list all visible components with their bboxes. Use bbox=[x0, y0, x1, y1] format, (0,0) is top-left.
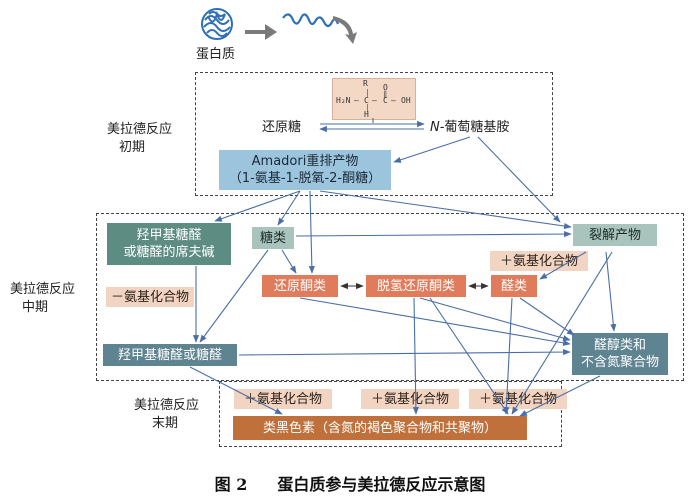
aldehydes-box: 醛类 bbox=[491, 275, 537, 297]
hmf-schiff-line-2: 或糖醛的席夫碱 bbox=[123, 245, 215, 260]
figure-title: 蛋白质参与美拉德反应示意图 bbox=[277, 475, 486, 494]
arrow-amadori-to-reductones bbox=[308, 190, 315, 274]
reducing-sugar-label: 还原糖 bbox=[262, 120, 302, 135]
protein-illustration bbox=[201, 8, 357, 44]
amino-acid-structure: R | H₂N — C — C O ‖ — OH | H bbox=[332, 78, 416, 120]
arrow-amadori-to-schiff bbox=[214, 190, 301, 222]
arrow-cleavage-to-melanoidins bbox=[511, 251, 613, 415]
figure-caption: 图 2 蛋白质参与美拉德反应示意图 bbox=[0, 471, 700, 495]
dehydroreductones-box: 脱氢还原酮类 bbox=[366, 275, 466, 297]
chem-alpha-carbon: C bbox=[364, 96, 369, 105]
chem-hydrogen: H bbox=[364, 110, 369, 119]
unfolded-protein-icon bbox=[282, 13, 340, 28]
aldols-line-1: 醛醇类和 bbox=[593, 338, 646, 353]
arrow-hmf-to-aldols bbox=[238, 348, 571, 356]
middle-stage-label-1: 美拉德反应 bbox=[10, 282, 76, 297]
middle-stage-frame bbox=[96, 213, 684, 381]
cleavage-products-box: 裂解产物 bbox=[573, 224, 657, 246]
hmf-schiff-line-1: 羟甲基糖醛 bbox=[136, 228, 202, 243]
amadori-line-1: Amadori重排产物 bbox=[251, 154, 359, 169]
chem-carbonyl-carbon: C bbox=[383, 96, 388, 105]
final-stage-frame bbox=[219, 381, 562, 447]
chem-oxygen: O bbox=[383, 83, 388, 92]
protein-label: 蛋白质 bbox=[196, 47, 236, 62]
glucosamine-label: N-葡萄糖基胺 bbox=[430, 120, 510, 135]
final-stage-label-2: 末期 bbox=[152, 416, 179, 431]
arrow-aldehydes-to-melanoidins bbox=[503, 297, 513, 415]
final-stage-label-1: 美拉德反应 bbox=[134, 398, 200, 413]
arrow-cleavage-to-aldols bbox=[605, 251, 617, 332]
middle-stage-label-2: 中期 bbox=[22, 300, 49, 315]
melanoidins-box: 类黑色素（含氮的褐色聚合物和共聚物） bbox=[233, 416, 527, 440]
down-arrow-icon bbox=[333, 16, 357, 44]
arrow-dehydro-to-aldols bbox=[419, 297, 571, 342]
hmf-box: 羟甲基糖醛或糖醛 bbox=[103, 344, 237, 366]
chem-r: R bbox=[363, 79, 368, 88]
arrow-sugars-to-hmf bbox=[199, 249, 269, 343]
arrow-sugars-to-cleavage bbox=[295, 230, 572, 238]
plus-amino-box-1: ＋氨基化合物 bbox=[490, 251, 588, 271]
early-stage-label-2: 初期 bbox=[119, 140, 146, 155]
arrow-reductones-to-melanoidins-a bbox=[429, 297, 509, 415]
arrow-sugars-to-reductones bbox=[281, 249, 297, 274]
hmf-schiff-base-box: 羟甲基糖醛 或糖醛的席夫碱 bbox=[107, 223, 231, 265]
arrow-amadori-to-cleavage bbox=[319, 190, 572, 230]
minus-amino-box: －氨基化合物 bbox=[106, 287, 194, 307]
early-stage-frame bbox=[195, 72, 553, 196]
arrow-glucosamine-to-amadori bbox=[393, 136, 471, 163]
figure-number: 图 2 bbox=[214, 475, 248, 494]
amadori-product-box: Amadori重排产物 （1-氨基-1-脱氧-2-酮糖） bbox=[219, 150, 391, 190]
arrow-dehydro-to-melanoidins bbox=[412, 297, 419, 415]
plus-amino-box-3: ＋氨基化合物 bbox=[361, 389, 459, 409]
arrow-reductones-to-aldols bbox=[299, 297, 571, 346]
plus-amino-box-2: ＋氨基化合物 bbox=[234, 389, 332, 409]
arrow-aldehydes-to-aldols bbox=[519, 297, 575, 336]
plus-amino-box-4: ＋氨基化合物 bbox=[469, 389, 567, 409]
arrow-glucosamine-to-cleavage bbox=[477, 136, 561, 223]
folded-protein-icon bbox=[201, 8, 233, 40]
amadori-line-2: （1-氨基-1-脱氧-2-酮糖） bbox=[228, 171, 382, 186]
unfold-arrow-icon bbox=[245, 24, 277, 40]
chem-amine: H₂N bbox=[336, 96, 351, 105]
chem-hydroxyl: OH bbox=[401, 96, 411, 105]
aldols-box: 醛醇类和 不含氮聚合物 bbox=[572, 333, 668, 375]
arrow-cleavage-to-aldehydes bbox=[539, 251, 587, 280]
arrow-hmf-to-melanoidins bbox=[189, 366, 283, 415]
arrow-amadori-to-sugars bbox=[277, 190, 301, 226]
aldols-line-2: 不含氮聚合物 bbox=[580, 355, 659, 370]
early-stage-label-1: 美拉德反应 bbox=[107, 122, 173, 137]
sugars-box: 糖类 bbox=[252, 227, 294, 249]
arrow-aldols-to-melanoidins bbox=[519, 375, 601, 417]
reductones-box: 还原酮类 bbox=[262, 275, 338, 297]
